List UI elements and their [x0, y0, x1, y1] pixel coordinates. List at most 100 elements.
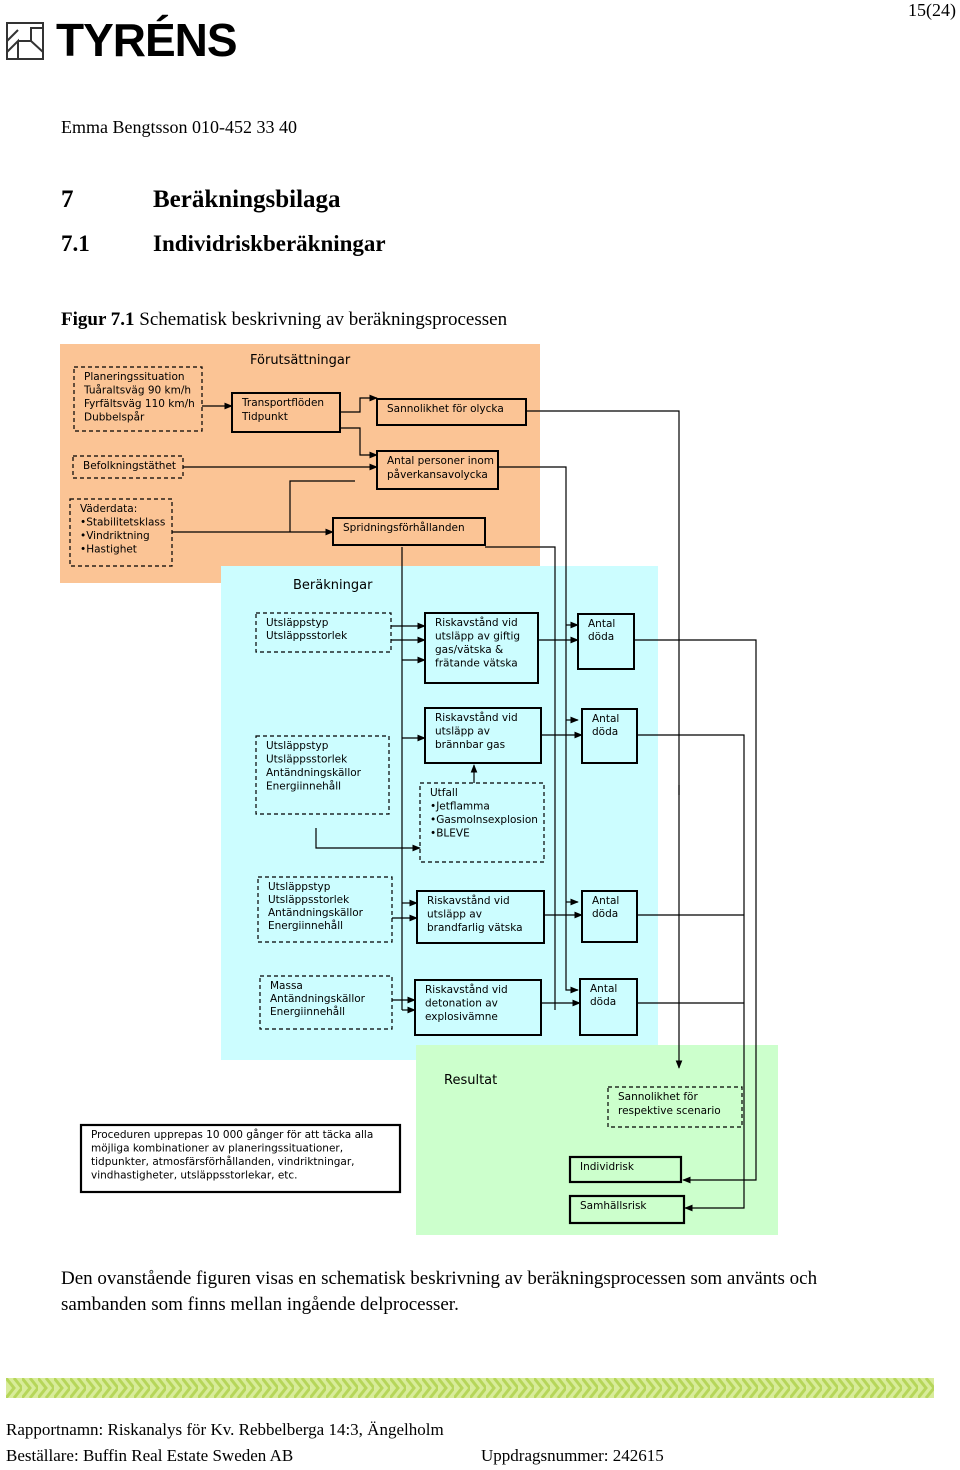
- contact-line: Emma Bengtsson 010-452 33 40: [61, 117, 297, 137]
- box-text-line: utsläpp av: [427, 909, 482, 921]
- box-frame: [259, 975, 393, 1030]
- box-text-line: •BLEVE: [430, 828, 470, 840]
- box-text-line: Utsläppstyp: [266, 740, 329, 752]
- box-text-line: Energiinnehåll: [270, 1005, 345, 1018]
- box-text-line: döda: [592, 908, 618, 920]
- section-title-forutsattningar: Förutsättningar: [250, 353, 351, 368]
- box-procedur: Proceduren upprepas 10 000 gånger för at…: [79, 1123, 402, 1194]
- box-text-line: •Vindriktning: [80, 530, 150, 542]
- box-text-line: Antändningskällor: [270, 993, 366, 1005]
- tyrens-logo-icon: [6, 22, 44, 60]
- box-text-line: döda: [590, 996, 616, 1008]
- box-text-line: •Hastighet: [80, 544, 137, 556]
- footer-assignment-number: Uppdragsnummer: 242615: [481, 1446, 664, 1465]
- box-frame: [607, 1086, 743, 1128]
- box-frame: [73, 366, 203, 432]
- box-individrisk: Individrisk: [568, 1155, 683, 1184]
- box-text-line: Väderdata:: [80, 503, 137, 515]
- heading-1-title: Beräkningsbilaga: [153, 186, 341, 213]
- box-text-line: Antal: [592, 713, 619, 725]
- box-text-line: Planeringssituation: [84, 371, 185, 383]
- box-text-line: Dubbelspår: [84, 411, 145, 424]
- box-text-line: Utsläppstyp: [268, 881, 331, 893]
- box-text-line: Riskavstånd vid: [435, 711, 518, 724]
- box-text-line: Befolkningstäthet: [83, 460, 176, 472]
- box-text-line: •Gasmolnsexplosion: [430, 814, 538, 826]
- box-text-line: döda: [592, 726, 618, 738]
- box-vaderdata: Väderdata: •Stabilitetsklass•Vindriktning…: [69, 498, 173, 567]
- box-text-line: Sannolikhet för olycka: [387, 403, 504, 415]
- box-text-line: detonation av: [425, 998, 498, 1010]
- forutsattningar-background: [60, 344, 540, 583]
- box-frame: [257, 876, 393, 943]
- box-text-line: Transportflöden: [241, 397, 324, 409]
- box-text-line: möjliga kombinationer av planeringssitua…: [91, 1143, 343, 1155]
- box-text-line: tidpunkter, atmosfärsförhållanden, vindr…: [91, 1155, 355, 1168]
- box-utfall: Utfall•Jetflamma•Gasmolnsexplosion•BLEVE: [419, 782, 545, 863]
- box-frame: [424, 612, 539, 684]
- box-text-line: Individrisk: [580, 1161, 635, 1173]
- box-text-line: Antändningskällor: [266, 767, 362, 779]
- box-text-line: Antal personer inom: [387, 455, 494, 467]
- box-frame: [568, 1194, 686, 1225]
- box-frame: [255, 735, 390, 815]
- box-text-line: explosivämne: [425, 1011, 498, 1023]
- box-text-line: brandfarlig vätska: [427, 922, 523, 934]
- box-frame: [579, 978, 638, 1036]
- heading-2-title: Individriskberäkningar: [153, 231, 386, 256]
- box-text-line: frätande vätska: [435, 658, 518, 670]
- box-frame: [419, 782, 545, 863]
- box-frame: [568, 1155, 683, 1184]
- figure-caption-text: Schematisk beskrivning av beräkningsproc…: [134, 309, 508, 330]
- body-paragraph: Den ovanstående figuren visas en schemat…: [61, 1268, 818, 1315]
- logo-text: TYRÉNS: [56, 14, 238, 66]
- box-utslapp3: UtsläppstypUtsläppsstorlekAntändningskäl…: [257, 876, 393, 943]
- figure-caption: Figur 7.1 Schematisk beskrivning av berä…: [61, 309, 507, 331]
- box-text-line: Utsläppsstorlek: [268, 894, 350, 906]
- box-text-line: Proceduren upprepas 10 000 gånger för at…: [91, 1128, 373, 1141]
- box-frame: [79, 1123, 402, 1194]
- box-text-line: Energiinnehåll: [268, 919, 343, 932]
- footer-report-name: Rapportnamn: Riskanalys för Kv. Rebbelbe…: [6, 1420, 444, 1439]
- section-title-berakningar: Beräkningar: [293, 578, 373, 593]
- box-frame: [255, 612, 392, 653]
- box-text-line: •Jetflamma: [430, 801, 490, 813]
- box-text-line: Antal: [592, 895, 619, 907]
- box-samhallsrisk: Samhällsrisk: [568, 1194, 686, 1225]
- figure-caption-label: Figur 7.1: [61, 309, 135, 330]
- connectors: [172, 394, 757, 1212]
- box-text-line: utsläpp av: [435, 726, 490, 738]
- box-text-line: Riskavstånd vid: [435, 616, 518, 629]
- box-utslapp2: UtsläppstypUtsläppsstorlekAntändningskäl…: [255, 735, 390, 815]
- box-text-line: Spridningsförhållanden: [343, 521, 465, 534]
- box-text-line: utsläpp av giftig: [435, 631, 520, 643]
- box-frame: [376, 398, 527, 426]
- box-text-line: Fyrfältsväg 110 km/h: [84, 398, 195, 410]
- box-text-line: Riskavstånd vid: [425, 983, 508, 996]
- resultat-background: [416, 1045, 778, 1235]
- box-text-line: brännbar gas: [435, 739, 505, 751]
- berakningar-background: [221, 566, 658, 1060]
- box-text-line: Energiinnehåll: [266, 780, 341, 793]
- footer-decorative-band: [6, 1378, 934, 1398]
- box-text-line: påverkansavolycka: [387, 468, 488, 481]
- box-text-line: vindhastigheter, utsläppsstorlekar, etc.: [91, 1170, 298, 1182]
- box-text-line: respektive scenario: [618, 1105, 721, 1117]
- box-text-line: döda: [588, 631, 614, 643]
- heading-2-number: 7.1: [61, 231, 90, 256]
- box-text-line: •Stabilitetsklass: [80, 517, 165, 529]
- footer-client: Beställare: Buffin Real Estate Sweden AB: [6, 1446, 294, 1465]
- box-text-line: Antändningskällor: [268, 907, 364, 919]
